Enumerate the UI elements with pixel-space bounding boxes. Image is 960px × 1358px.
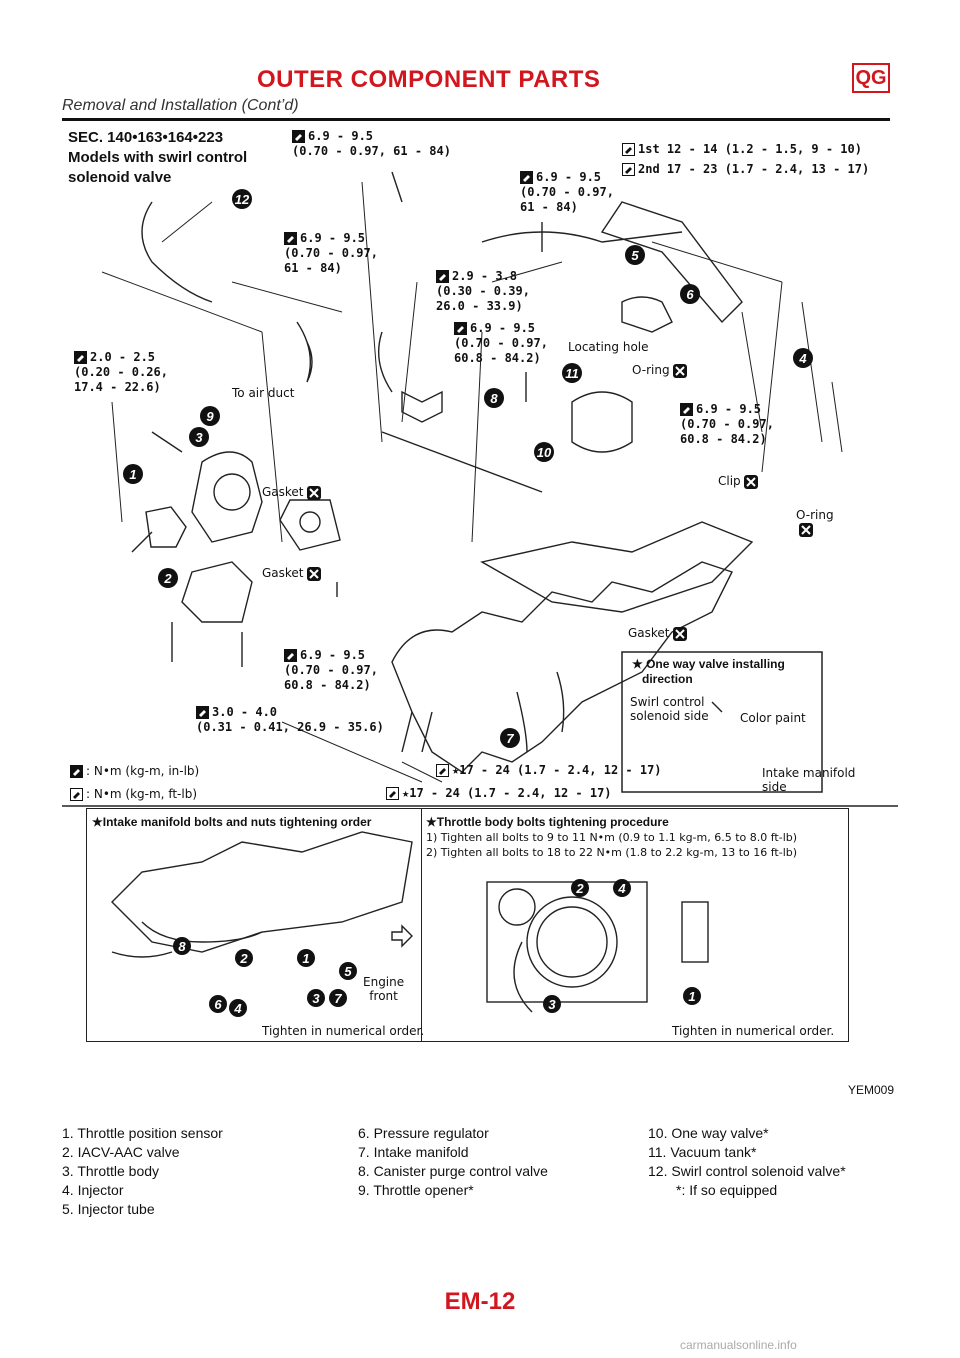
legend-column-3: 10. One way valve*11. Vacuum tank*12. Sw… — [648, 1125, 846, 1198]
torque-label-2-9: 2.9 - 3.8 (0.30 - 0.39, 26.0 - 33.9) — [436, 269, 530, 313]
torque-label-top: 6.9 - 9.5 (0.70 - 0.97, 61 - 84) — [292, 129, 451, 158]
replace-x-icon — [306, 566, 321, 581]
callout-9: 9 — [206, 409, 214, 424]
torque-label-2nd: 2nd 17 - 23 (1.7 - 2.4, 13 - 17) — [622, 162, 869, 177]
torque-wrench-icon — [284, 649, 297, 662]
torque-wrench-outline-icon — [386, 787, 399, 800]
torque-wrench-outline-icon — [436, 764, 449, 777]
torque-label-3-0: 3.0 - 4.0 (0.31 - 0.41, 26.9 - 35.6) — [196, 705, 384, 734]
torque-wrench-icon — [436, 270, 449, 283]
label-clip: Clip — [718, 474, 758, 489]
units-ft-lb: : N•m (kg-m, ft-lb) — [70, 787, 197, 801]
figure-code: YEM009 — [848, 1083, 895, 1097]
tb-order-4: 4 — [617, 881, 626, 896]
label-gasket-2: Gasket — [262, 566, 321, 581]
torque-wrench-icon — [70, 765, 83, 778]
torque-label-17-b: ★17 - 24 (1.7 - 2.4, 12 - 17) — [386, 786, 612, 801]
label-gasket-1: Gasket — [262, 485, 321, 500]
callout-5: 5 — [631, 248, 639, 263]
torque-wrench-icon — [680, 403, 693, 416]
throttle-box-title: ★Throttle body bolts tightening procedur… — [426, 815, 669, 829]
throttle-step-2: 2) Tighten all bolts to 18 to 22 N•m (1.… — [426, 846, 798, 859]
watermark: carmanualsonline.info — [680, 1338, 797, 1352]
units-in-lb: : N•m (kg-m, in-lb) — [70, 764, 199, 778]
header-rule — [62, 118, 890, 121]
callout-7: 7 — [506, 731, 514, 746]
one-way-color-paint: Color paint — [740, 711, 806, 725]
section-heading: SEC. 140•163•164•223 Models with swirl c… — [68, 129, 248, 186]
order-8: 8 — [178, 939, 186, 954]
one-way-valve-title: ★ One way valve installing direction — [632, 657, 785, 686]
callout-4: 4 — [798, 351, 807, 366]
torque-label-60-8-c: 6.9 - 9.5 (0.70 - 0.97, 60.8 - 84.2) — [284, 648, 378, 692]
callout-6: 6 — [686, 287, 694, 302]
engine-code-badge: QG — [852, 63, 890, 93]
callout-8: 8 — [490, 391, 498, 406]
torque-wrench-icon — [454, 322, 467, 335]
torque-wrench-icon — [196, 706, 209, 719]
tb-order-2: 2 — [575, 881, 584, 896]
label-o-ring-1: O-ring — [632, 363, 687, 378]
order-5: 5 — [344, 964, 352, 979]
label-locating-hole: Locating hole — [568, 340, 649, 354]
callout-10: 10 — [537, 445, 552, 460]
order-4: 4 — [233, 1001, 242, 1016]
manifold-box-footer: Tighten in numerical order. — [262, 1024, 425, 1038]
exploded-view-diagram: 12 5 6 4 11 8 9 3 1 10 2 7 — [62, 171, 898, 1013]
label-to-air-duct: To air duct — [232, 386, 295, 400]
page-header-title: OUTER COMPONENT PARTS — [257, 66, 601, 93]
callout-3: 3 — [195, 430, 203, 445]
tb-order-1: 1 — [688, 989, 695, 1004]
callout-1: 1 — [129, 467, 136, 482]
sub-diagram-callouts: 8 2 1 5 6 4 3 7 2 4 3 1 — [173, 879, 701, 1017]
torque-label-2-0: 2.0 - 2.5 (0.20 - 0.26, 17.4 - 22.6) — [74, 350, 168, 394]
torque-wrench-outline-icon — [622, 143, 635, 156]
page-header-subtitle: Removal and Installation (Cont’d) — [62, 97, 299, 114]
callout-11: 11 — [565, 366, 579, 381]
replace-x-icon — [799, 522, 813, 537]
callout-2: 2 — [163, 571, 172, 586]
torque-wrench-icon — [292, 130, 305, 143]
replace-x-icon — [743, 474, 758, 489]
throttle-box-footer: Tighten in numerical order. — [672, 1024, 835, 1038]
replace-x-icon — [672, 626, 687, 641]
torque-label-mid: 6.9 - 9.5 (0.70 - 0.97, 61 - 84) — [520, 170, 614, 214]
replace-x-icon — [672, 363, 687, 378]
torque-label-left: 6.9 - 9.5 (0.70 - 0.97, 61 - 84) — [284, 231, 378, 275]
throttle-tightening-box — [421, 808, 849, 1042]
replace-x-icon — [306, 485, 321, 500]
torque-wrench-outline-icon — [622, 163, 635, 176]
torque-label-60-8-a: 6.9 - 9.5 (0.70 - 0.97, 60.8 - 84.2) — [454, 321, 548, 365]
tb-order-3: 3 — [548, 997, 556, 1012]
manifold-box-title: ★Intake manifold bolts and nuts tighteni… — [92, 815, 372, 829]
torque-wrench-outline-icon — [70, 788, 83, 801]
order-6: 6 — [214, 997, 222, 1012]
label-o-ring-2: O-ring — [796, 508, 834, 537]
torque-wrench-icon — [520, 171, 533, 184]
order-2: 2 — [239, 951, 248, 966]
torque-label-60-8-b: 6.9 - 9.5 (0.70 - 0.97, 60.8 - 84.2) — [680, 402, 774, 446]
page-number: EM-12 — [444, 1288, 516, 1315]
order-3: 3 — [312, 991, 320, 1006]
label-gasket-3: Gasket — [628, 626, 687, 641]
torque-label-1st: 1st 12 - 14 (1.2 - 1.5, 9 - 10) — [622, 142, 862, 157]
torque-wrench-icon — [74, 351, 87, 364]
torque-wrench-icon — [284, 232, 297, 245]
order-7: 7 — [334, 991, 342, 1006]
callout-12: 12 — [235, 192, 250, 207]
order-1: 1 — [302, 951, 309, 966]
throttle-step-1: 1) Tighten all bolts to 9 to 11 N•m (0.9… — [426, 831, 798, 844]
torque-label-17-a: ★17 - 24 (1.7 - 2.4, 12 - 17) — [436, 763, 662, 778]
